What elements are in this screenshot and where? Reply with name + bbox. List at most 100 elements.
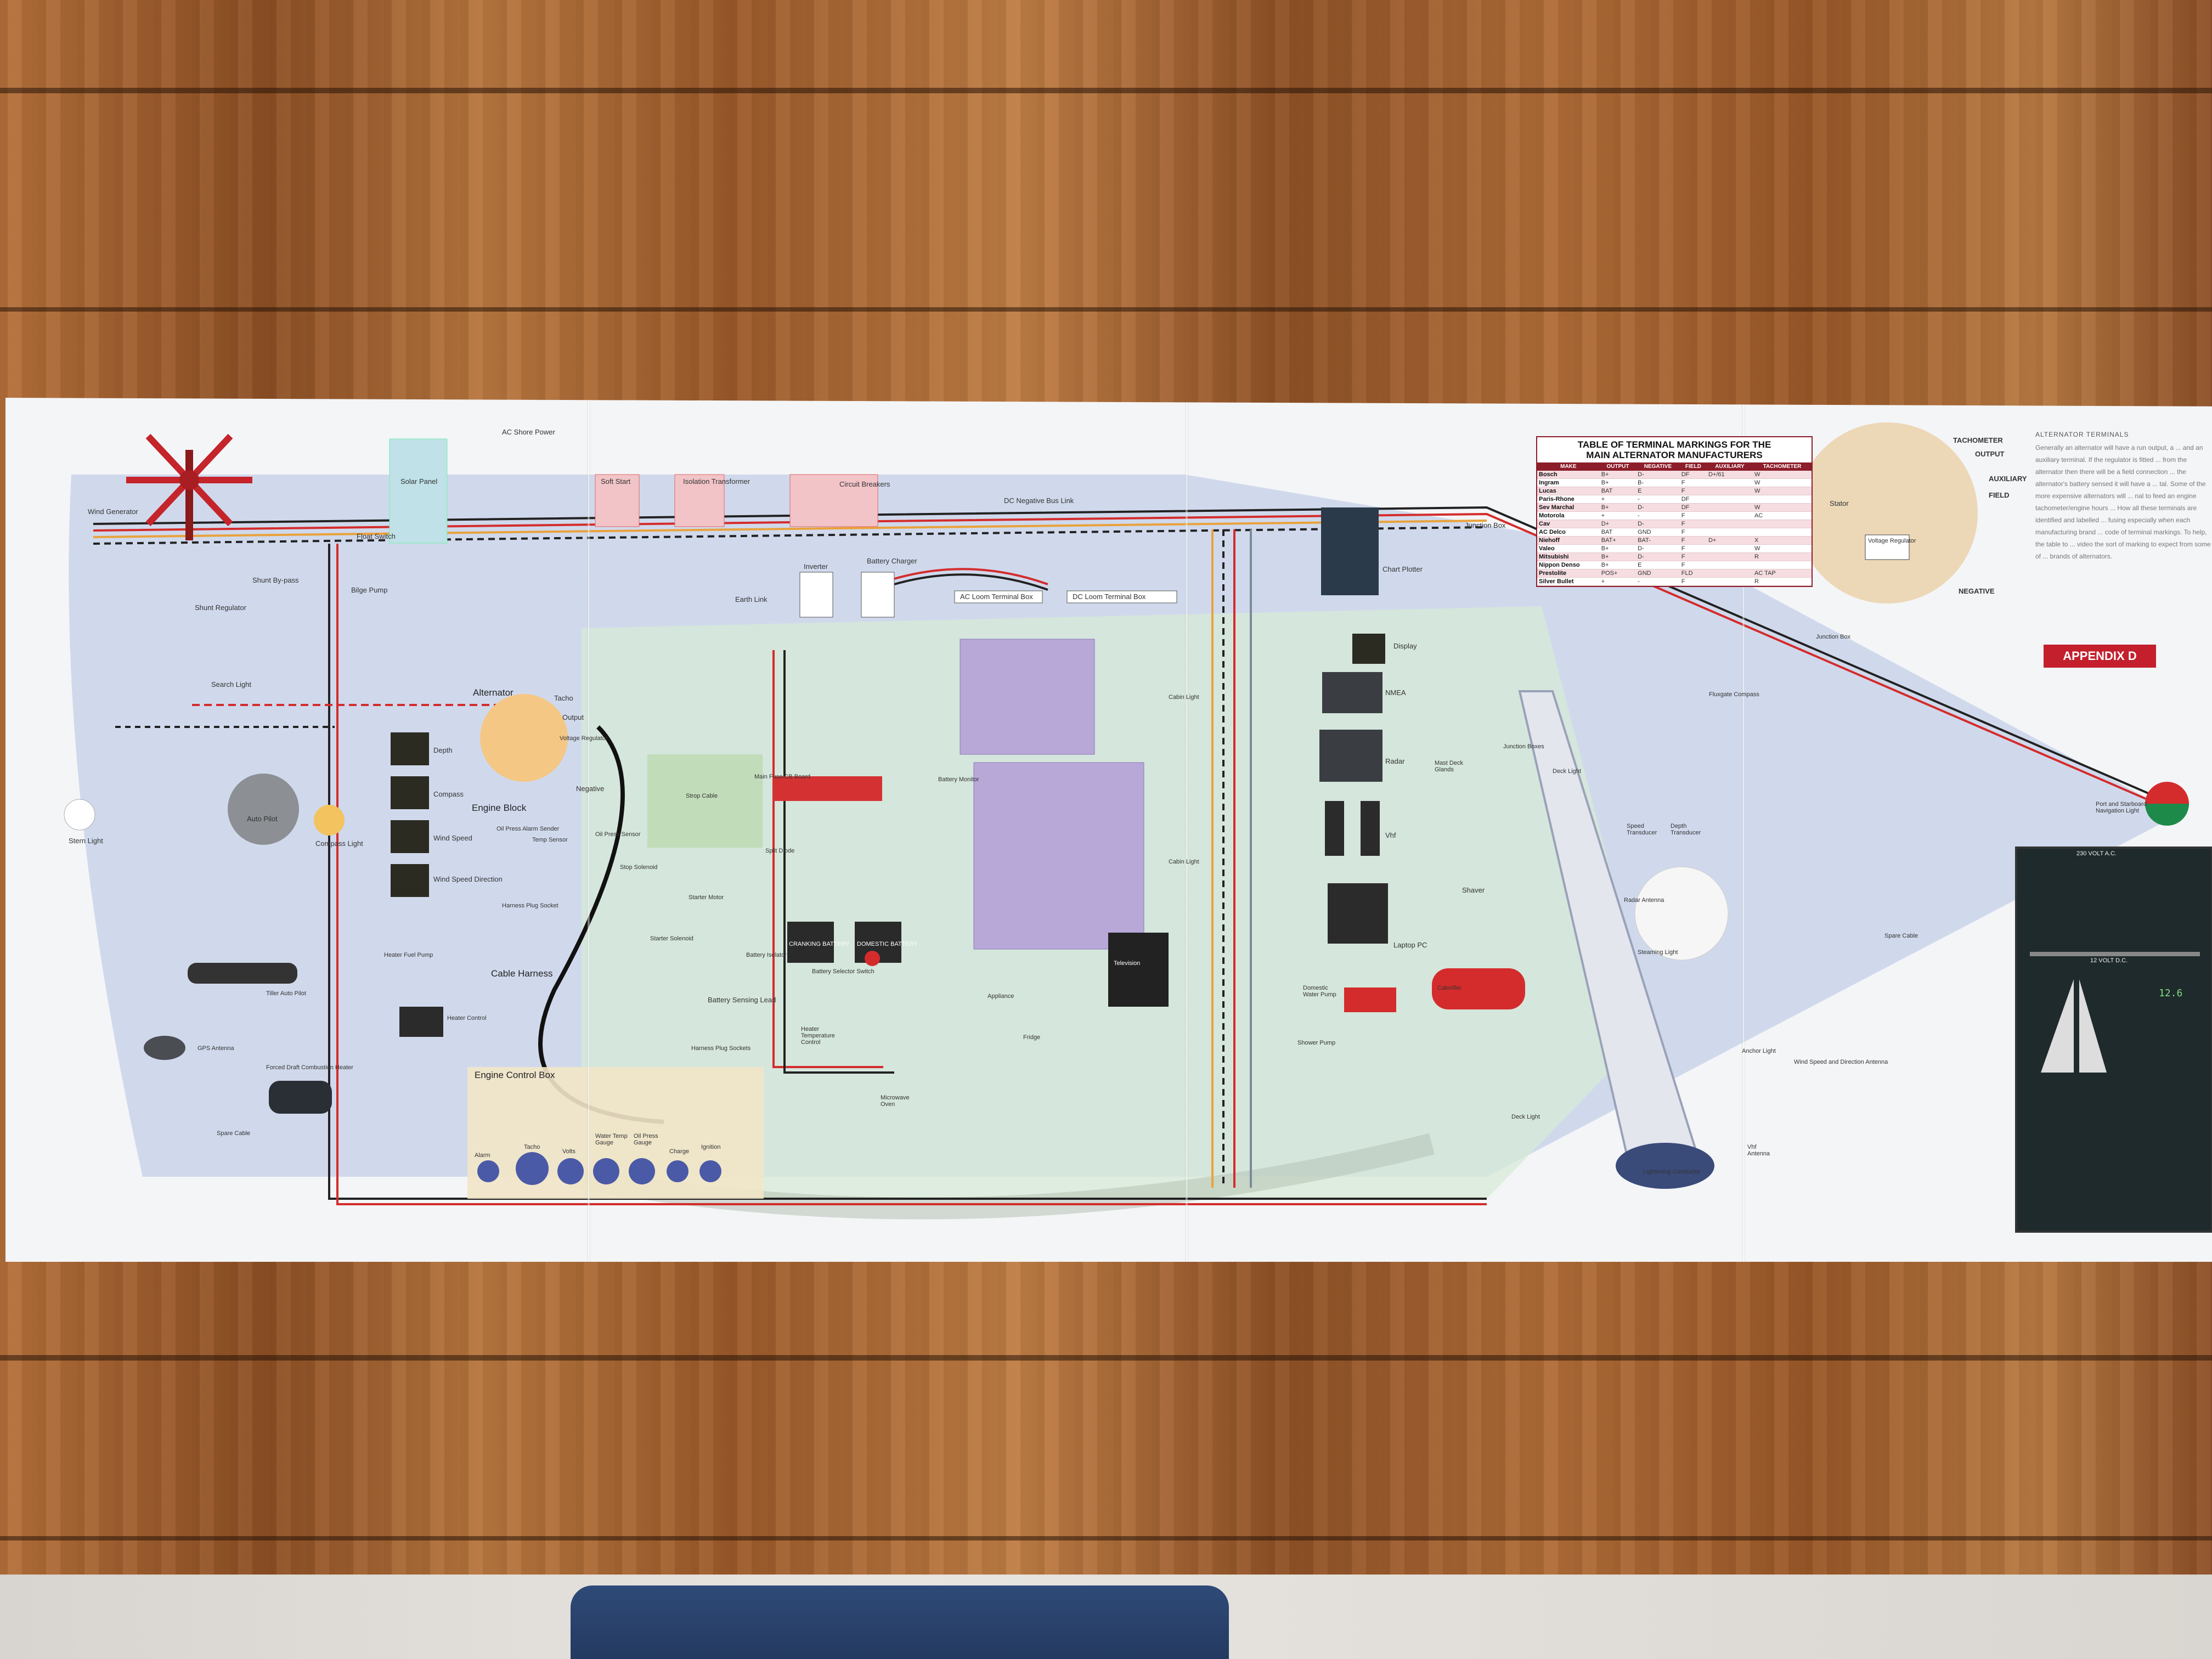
battery-charger-icon (861, 572, 895, 618)
wind-speed-instrument (391, 820, 429, 853)
deck-light-label-2: Deck Light (1511, 1114, 1540, 1120)
isolation-transformer-label: Isolation Transformer (683, 477, 751, 486)
gps-antenna-icon (144, 1036, 185, 1060)
boat-wiring-diagram (64, 422, 2212, 1233)
table-cell: B+ (1599, 471, 1637, 479)
table-make-cell: Lucas (1537, 487, 1600, 495)
terminal-markings-table: TABLE OF TERMINAL MARKINGS FOR THE MAIN … (1536, 436, 1813, 587)
terminal-output-label: OUTPUT (1975, 450, 2005, 458)
wind-direction-instrument (391, 864, 429, 897)
cranking-battery-label: CRANKING BATTERY (789, 941, 850, 947)
temp-sensor-label: Temp Sensor (532, 837, 568, 843)
table-cell: F (1679, 511, 1707, 520)
table-cell: DF (1679, 471, 1707, 479)
engine-block-heading: Engine Block (472, 803, 527, 813)
table-cell: POS+ (1599, 569, 1637, 578)
battery-selector-switch-label: Battery Selector Switch (812, 968, 874, 975)
voltage-regulator-label: Voltage Regulator (560, 735, 608, 742)
compass-light-label: Compass Light (315, 839, 363, 848)
vhf-label: Vhf (1385, 831, 1396, 839)
table-cell: D- (1636, 520, 1680, 528)
anchor-light-label: Anchor Light (1742, 1048, 1776, 1054)
terminal-field-label: FIELD (1989, 491, 2010, 499)
table-cell: DF (1679, 503, 1707, 512)
earth-link-label: Earth Link (735, 595, 768, 603)
laptop-pc-icon (1328, 883, 1388, 944)
solar-panel-icon (389, 438, 448, 544)
table-cell: GND (1636, 569, 1680, 578)
speed-transducer-label: Speed Transducer (1627, 823, 1657, 836)
plank-seam (0, 1355, 2212, 1361)
wiring-diagram-poster: TABLE OF TERMINAL MARKINGS FOR THE MAIN … (5, 398, 2212, 1262)
engine-block-area (647, 754, 763, 848)
radar-display-icon (1319, 730, 1383, 782)
table-cell: AC TAP (1752, 569, 1812, 578)
isolation-transformer-icon (674, 474, 725, 527)
stop-solenoid-label: Stop Solenoid (620, 864, 658, 871)
poster-fold (587, 398, 590, 1262)
mast-base (1616, 1143, 1714, 1189)
table-cell: - (1636, 577, 1680, 586)
terminal-tachometer-label: TACHOMETER (1953, 436, 2003, 444)
compass-light-icon (314, 805, 345, 836)
ac-shore-power-label: AC Shore Power (502, 428, 555, 436)
vhf-handset-icon (1325, 801, 1344, 856)
battery-sensing-lead-label: Battery Sensing Lead (708, 996, 776, 1004)
terminal-stator-label: Stator (1830, 499, 1849, 507)
table-cell: DF (1679, 495, 1707, 504)
steaming-light-label: Steaming Light (1638, 949, 1678, 956)
poster-fold (1742, 398, 1745, 1262)
table-cell (1706, 520, 1753, 528)
radar-label: Radar (1385, 757, 1405, 765)
nmea-label: NMEA (1385, 689, 1406, 697)
cabin-light-label-2: Cabin Light (1169, 859, 1199, 865)
radar-antenna-label: Radar Antenna (1624, 897, 1664, 904)
table-cell: + (1599, 511, 1637, 520)
auto-pilot-icon (228, 774, 299, 845)
cable-harness-heading: Cable Harness (491, 968, 553, 979)
harness-plug-socket-label: Harness Plug Socket (502, 902, 558, 909)
table-cell: F (1679, 478, 1707, 487)
table-cell: FLD (1679, 569, 1707, 578)
terminal-auxiliary-label: AUXILIARY (1989, 475, 2027, 483)
strop-cable-label: Strop Cable (686, 793, 718, 799)
table-cell: D+/61 (1706, 471, 1753, 479)
poster-fold (1185, 398, 1188, 1262)
table-cell: W (1752, 503, 1812, 512)
ac-loom-terminal-box (954, 590, 1043, 603)
table-cell (1706, 495, 1753, 504)
port-starboard-light-icon (2145, 782, 2189, 804)
water-temp-gauge-label: Water Temp Gauge (595, 1133, 628, 1146)
table-make-cell: Mitsubishi (1537, 552, 1600, 561)
cranking-battery-icon (787, 922, 834, 963)
charge-label: Charge (669, 1148, 690, 1155)
main-fuse-board-icon (772, 776, 882, 801)
display-label: Display (1393, 642, 1417, 650)
table-cell: W (1752, 478, 1812, 487)
table-cell: E (1636, 487, 1680, 495)
stern-light-label: Stern Light (69, 837, 103, 845)
tiller-auto-pilot-icon (188, 963, 297, 984)
forced-draft-heater-icon (269, 1081, 332, 1114)
chart-plotter-icon (1321, 507, 1379, 595)
soft-start-label: Soft Start (601, 477, 631, 486)
alternator-icon (480, 694, 568, 782)
heater-control-label: Heater Control (447, 1015, 487, 1022)
stern-light-icon (64, 799, 95, 831)
lightening-conductor-label: Lightening Conductor (1643, 1169, 1701, 1175)
wind-speed-antenna-label: Wind Speed and Direction Antenna (1794, 1059, 1888, 1065)
table-make-cell: Nippon Denso (1537, 561, 1600, 569)
table-cell: - (1636, 511, 1680, 520)
table-header-cell: FIELD (1679, 462, 1707, 471)
table-header-cell: NEGATIVE (1636, 462, 1680, 471)
table-make-cell: Cav (1537, 520, 1600, 528)
junction-boxes-label: Junction Boxes (1503, 743, 1544, 750)
table-header-cell: MAKE (1537, 462, 1600, 471)
radar-antenna-icon (1634, 866, 1729, 961)
bilge-pump-label: Bilge Pump (351, 586, 388, 594)
